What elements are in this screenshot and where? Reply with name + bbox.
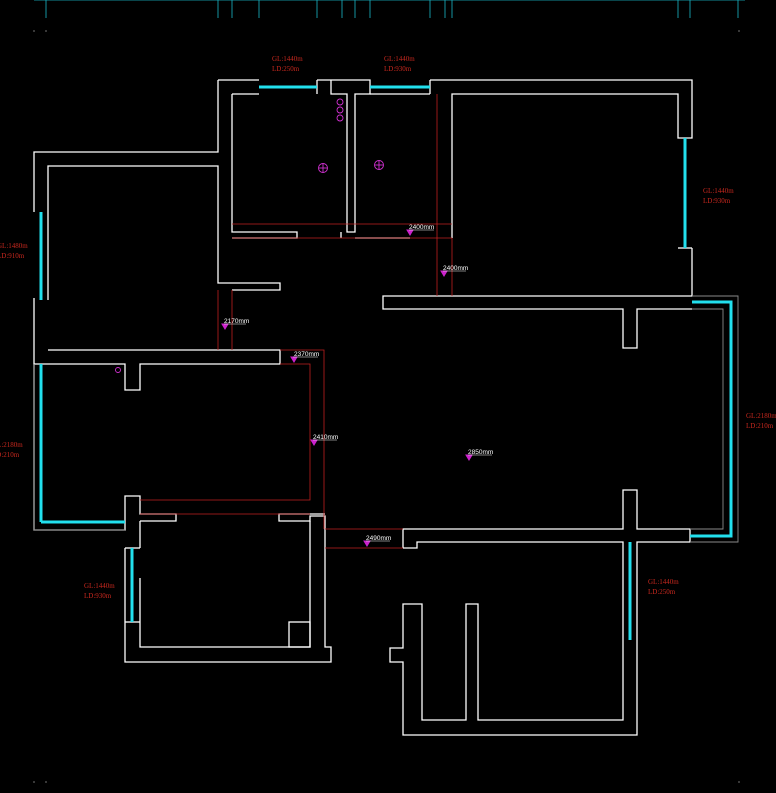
window-label-7-line1: GL:1440m (84, 582, 115, 590)
height-label-3: 2170mm (224, 318, 249, 325)
height-marker-3: 2170mm (221, 318, 249, 330)
height-marker-5: 2410mm (310, 434, 338, 446)
window-label-7-line2: LD:930m (84, 592, 112, 600)
height-marker-6: 2850mm (465, 449, 493, 461)
window-label-8-line1: GL:1440m (648, 578, 679, 586)
height-label-6: 2850mm (468, 449, 493, 456)
ceiling-height-markers: 2400mm 2400mm 2170mm 2370mm 2410mm 2850m… (221, 224, 493, 547)
height-marker-2: 2400mm (440, 265, 468, 277)
window-label-6-line1: GL:2180m (746, 412, 776, 420)
window-annotations: GL:1440m LD:250m GL:1440m LD:930m GL:144… (0, 55, 776, 600)
height-marker-7: 2490mm (363, 535, 391, 547)
windows (39, 85, 733, 640)
height-marker-1: 2400mm (406, 224, 434, 236)
window-label-5-line2: LD:210m (0, 451, 20, 459)
height-label-1: 2400mm (409, 224, 434, 231)
height-marker-4: 2370mm (290, 351, 319, 363)
window-label-2-line2: LD:930m (384, 65, 412, 73)
walls (33, 79, 739, 736)
fixtures (115, 98, 384, 373)
window-label-5-line1: GL:2180m (0, 441, 23, 449)
window-label-4-line1: GL:1480m (0, 242, 28, 250)
height-label-2: 2400mm (443, 265, 468, 272)
window-label-6-line2: LD:210m (746, 422, 774, 430)
bottom-ticks (33, 30, 740, 783)
window-label-4-line2: LD:910m (0, 252, 25, 260)
height-label-7: 2490mm (366, 535, 391, 542)
window-label-1-line1: GL:1440m (272, 55, 303, 63)
height-label-4: 2370mm (294, 351, 319, 358)
top-dimension-ruler (34, 0, 745, 18)
window-label-2-line1: GL:1440m (384, 55, 415, 63)
ceiling-boundaries (140, 94, 453, 549)
window-label-3-line2: LD:930m (703, 197, 731, 205)
height-label-5: 2410mm (313, 434, 338, 441)
window-label-8-line2: LD:250m (648, 588, 676, 596)
window-label-1-line2: LD:250m (272, 65, 300, 73)
window-label-3-line1: GL:1440m (703, 187, 734, 195)
